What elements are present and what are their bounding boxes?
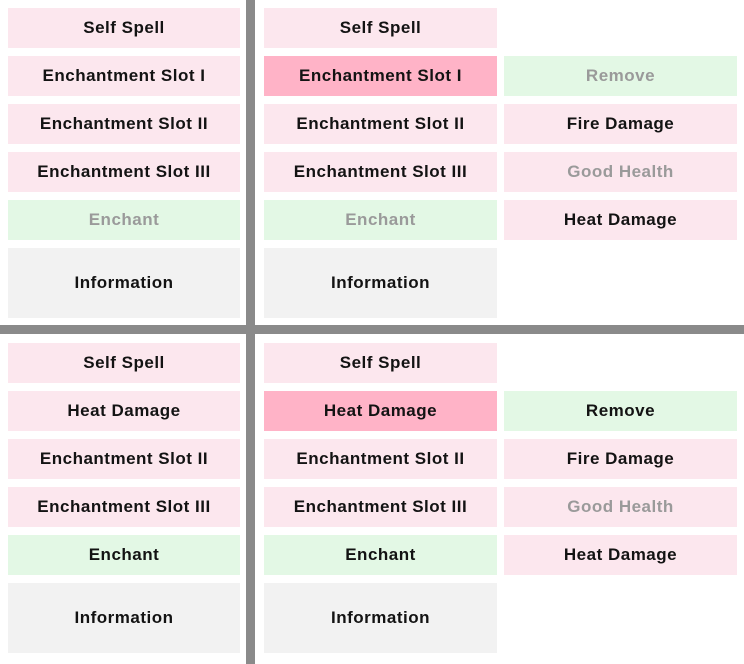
enchantment-slot-1-button[interactable]: Enchantment Slot I — [8, 56, 240, 96]
panel-top-right-list: Remove Fire Damage Good Health Heat Dama… — [504, 56, 737, 240]
remove-button[interactable]: Remove — [504, 391, 737, 431]
self-spell-button[interactable]: Self Spell — [8, 343, 240, 383]
panel-bottom-left: Self Spell Heat Damage Enchantment Slot … — [8, 343, 240, 653]
panel-bottom-right-main: Self Spell Heat Damage Enchantment Slot … — [264, 343, 497, 653]
panel-top-left: Self Spell Enchantment Slot I Enchantmen… — [8, 8, 240, 318]
horizontal-divider — [0, 325, 744, 334]
heat-damage-slot-button[interactable]: Heat Damage — [8, 391, 240, 431]
heat-damage-option[interactable]: Heat Damage — [504, 535, 737, 575]
fire-damage-option[interactable]: Fire Damage — [504, 439, 737, 479]
heat-damage-option[interactable]: Heat Damage — [504, 200, 737, 240]
enchantment-slot-3-button[interactable]: Enchantment Slot III — [8, 487, 240, 527]
self-spell-button[interactable]: Self Spell — [264, 8, 497, 48]
information-panel: Information — [8, 583, 240, 653]
panel-bottom-right-list: Remove Fire Damage Good Health Heat Dama… — [504, 391, 737, 575]
enchantment-slot-3-button[interactable]: Enchantment Slot III — [264, 152, 497, 192]
information-panel: Information — [264, 583, 497, 653]
enchantment-slot-2-button[interactable]: Enchantment Slot II — [264, 439, 497, 479]
enchantment-slot-2-button[interactable]: Enchantment Slot II — [264, 104, 497, 144]
enchantment-slot-3-button[interactable]: Enchantment Slot III — [264, 487, 497, 527]
self-spell-button[interactable]: Self Spell — [264, 343, 497, 383]
enchant-button[interactable]: Enchant — [264, 535, 497, 575]
remove-button-disabled[interactable]: Remove — [504, 56, 737, 96]
enchantment-slot-2-button[interactable]: Enchantment Slot II — [8, 104, 240, 144]
good-health-option-disabled[interactable]: Good Health — [504, 487, 737, 527]
panel-top-right-main: Self Spell Enchantment Slot I Enchantmen… — [264, 8, 497, 318]
good-health-option-disabled[interactable]: Good Health — [504, 152, 737, 192]
fire-damage-option[interactable]: Fire Damage — [504, 104, 737, 144]
information-panel: Information — [8, 248, 240, 318]
enchantment-slot-3-button[interactable]: Enchantment Slot III — [8, 152, 240, 192]
self-spell-button[interactable]: Self Spell — [8, 8, 240, 48]
enchantment-slot-2-button[interactable]: Enchantment Slot II — [8, 439, 240, 479]
enchant-button-disabled[interactable]: Enchant — [8, 200, 240, 240]
enchant-button-disabled[interactable]: Enchant — [264, 200, 497, 240]
heat-damage-slot-button-selected[interactable]: Heat Damage — [264, 391, 497, 431]
information-panel: Information — [264, 248, 497, 318]
enchantment-slot-1-button-selected[interactable]: Enchantment Slot I — [264, 56, 497, 96]
enchant-button[interactable]: Enchant — [8, 535, 240, 575]
